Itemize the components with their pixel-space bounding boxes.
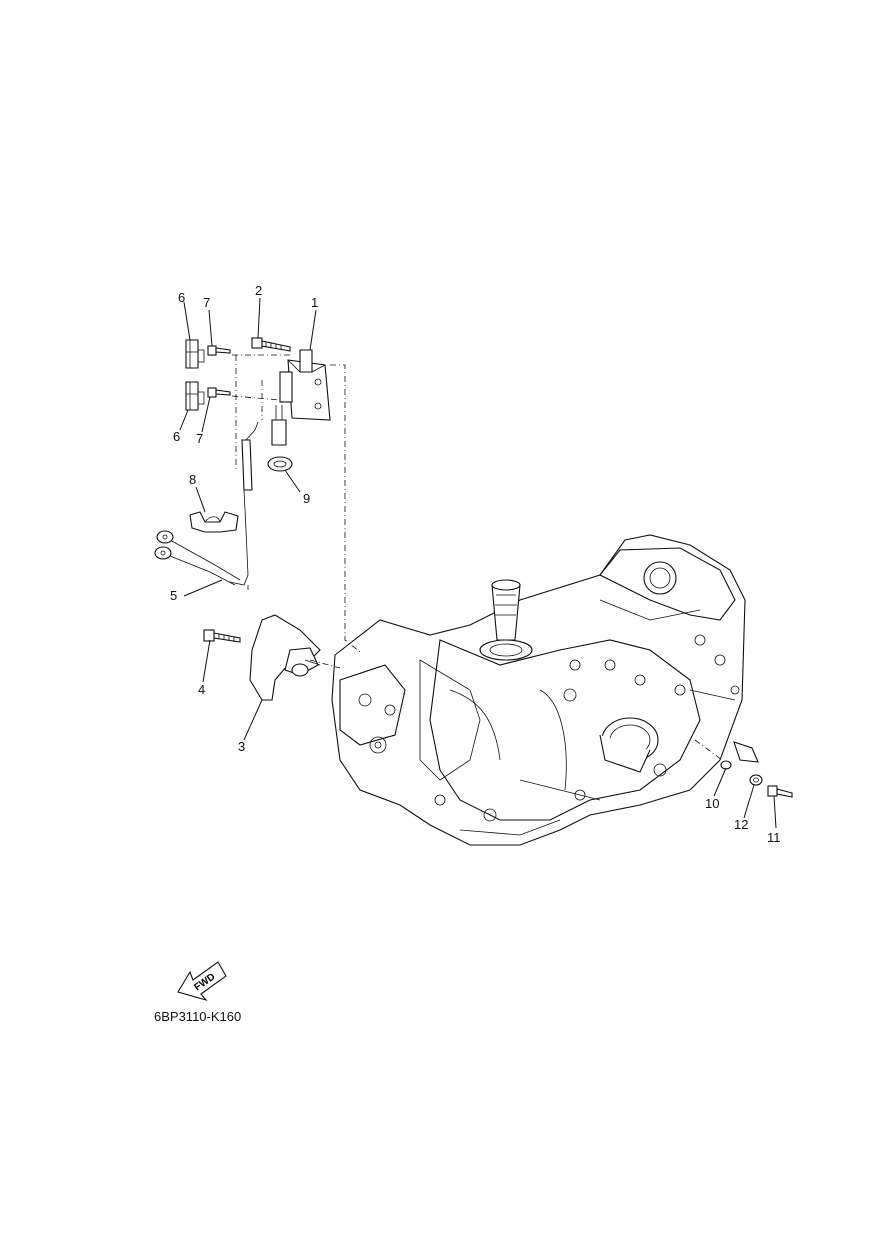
drawing-code: 6BP3110-K160 [154, 1009, 241, 1024]
callout-12: 12 [734, 817, 748, 832]
callout-10: 10 [705, 796, 719, 811]
part-2-bolt [251, 337, 291, 352]
part-11-bolt [767, 785, 793, 798]
part-7-screw-upper [207, 345, 231, 356]
callout-3: 3 [238, 739, 245, 754]
callout-7-lower: 7 [196, 431, 203, 446]
callout-8: 8 [189, 472, 196, 487]
fwd-arrow-icon: FWD [177, 961, 227, 1002]
alignment-lines [231, 354, 723, 761]
part-1-switch-box [271, 349, 331, 446]
callout-5: 5 [170, 588, 177, 603]
callout-11: 11 [767, 830, 781, 845]
callout-9: 9 [303, 491, 310, 506]
callout-6-lower: 6 [173, 429, 180, 444]
callout-4: 4 [198, 682, 205, 697]
part-8-holder [189, 511, 239, 533]
engine-block [331, 534, 746, 846]
part-6-clip-upper [185, 339, 205, 369]
part-4-bolt [203, 629, 241, 643]
callouts: 1 2 3 4 5 6 6 7 7 8 9 10 11 12 [170, 283, 781, 845]
callout-2: 2 [255, 283, 262, 298]
part-7-screw-lower [207, 387, 231, 398]
part-12-washer [749, 774, 763, 786]
part-10-clip [720, 741, 759, 770]
part-6-clip-lower [185, 381, 205, 411]
part-5-lead-wire [154, 421, 259, 586]
callout-1: 1 [311, 295, 318, 310]
callout-6-upper: 6 [178, 290, 185, 305]
part-9-clamp [267, 456, 293, 472]
leader-lines [179, 297, 777, 829]
callout-7-upper: 7 [203, 295, 210, 310]
part-3-bracket [249, 614, 321, 701]
